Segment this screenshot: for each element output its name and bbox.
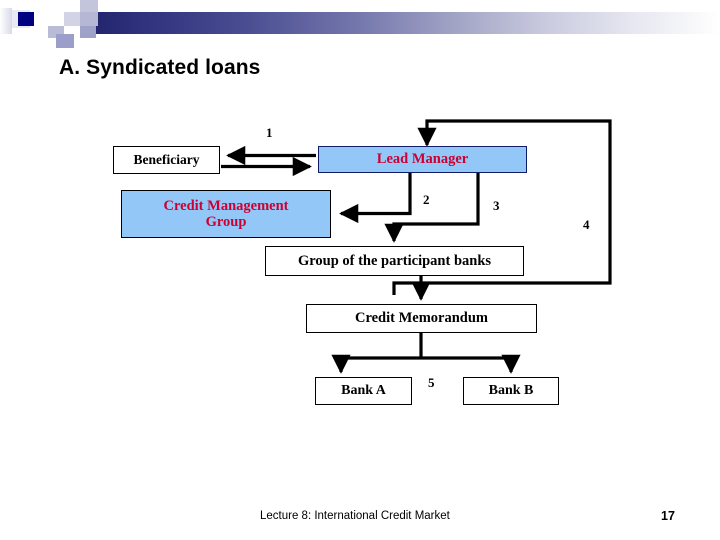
- connector-4: [392, 119, 612, 295]
- slide-page-number: 17: [661, 509, 675, 523]
- connector-5-to-bank-a: [331, 354, 421, 374]
- node-lead-manager: Lead Manager: [318, 146, 527, 173]
- connector-2: [339, 173, 412, 224]
- connector-label-4: 4: [583, 217, 590, 232]
- node-bank-b: Bank B: [463, 377, 559, 405]
- node-bank-a: Bank A: [315, 377, 412, 405]
- connector-label-1: 1: [266, 125, 273, 140]
- connector-label-2: 2: [423, 192, 430, 207]
- node-credit-memorandum: Credit Memorandum: [306, 304, 537, 333]
- node-credit-management-group: Credit Management Group: [121, 190, 331, 238]
- node-group-of-participant-banks: Group of the participant banks: [265, 246, 524, 276]
- slide-footer: Lecture 8: International Credit Market: [260, 510, 450, 522]
- node-beneficiary: Beneficiary: [113, 146, 220, 174]
- connector-3: [384, 173, 480, 243]
- connector-5-to-bank-b: [421, 354, 521, 374]
- connector-label-5: 5: [428, 375, 435, 390]
- connector-label-3: 3: [493, 198, 500, 213]
- slide-title: A. Syndicated loans: [59, 56, 261, 79]
